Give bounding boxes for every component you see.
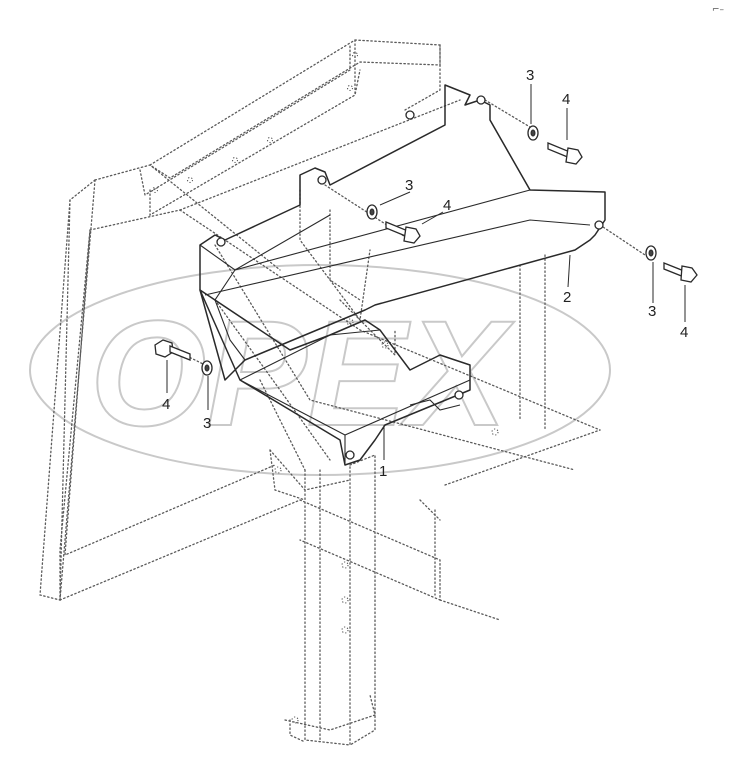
- watermark: OPEX: [29, 264, 611, 476]
- bolt-icon: [663, 262, 698, 283]
- cab-frame: [39, 39, 646, 746]
- callouts: 3 4 3 4 2 3 4 4 3 1: [162, 67, 688, 480]
- bracket-part-2: [199, 84, 606, 381]
- callout-2: 2: [563, 289, 571, 306]
- callout-3: 3: [203, 415, 211, 432]
- hardware-set-middle: [366, 204, 421, 244]
- corner-mark: ⌐–: [712, 5, 725, 15]
- hardware-set-top: [527, 125, 583, 165]
- bolt-icon: [154, 339, 191, 361]
- bolt-icon: [547, 142, 583, 165]
- hardware-set-right: [645, 245, 698, 283]
- leader-lines: [166, 84, 686, 460]
- watermark-text: OPEX: [90, 289, 515, 457]
- bracket-part-1: [199, 289, 471, 466]
- bolt-icon: [385, 221, 421, 244]
- callout-4: 4: [443, 197, 451, 214]
- callout-4: 4: [562, 91, 570, 108]
- callout-3: 3: [526, 67, 534, 84]
- callout-4: 4: [680, 324, 688, 341]
- callout-4: 4: [162, 396, 170, 413]
- hardware-set-left: [154, 339, 213, 376]
- callout-3: 3: [405, 177, 413, 194]
- callout-1: 1: [379, 463, 387, 480]
- callout-3: 3: [648, 303, 656, 320]
